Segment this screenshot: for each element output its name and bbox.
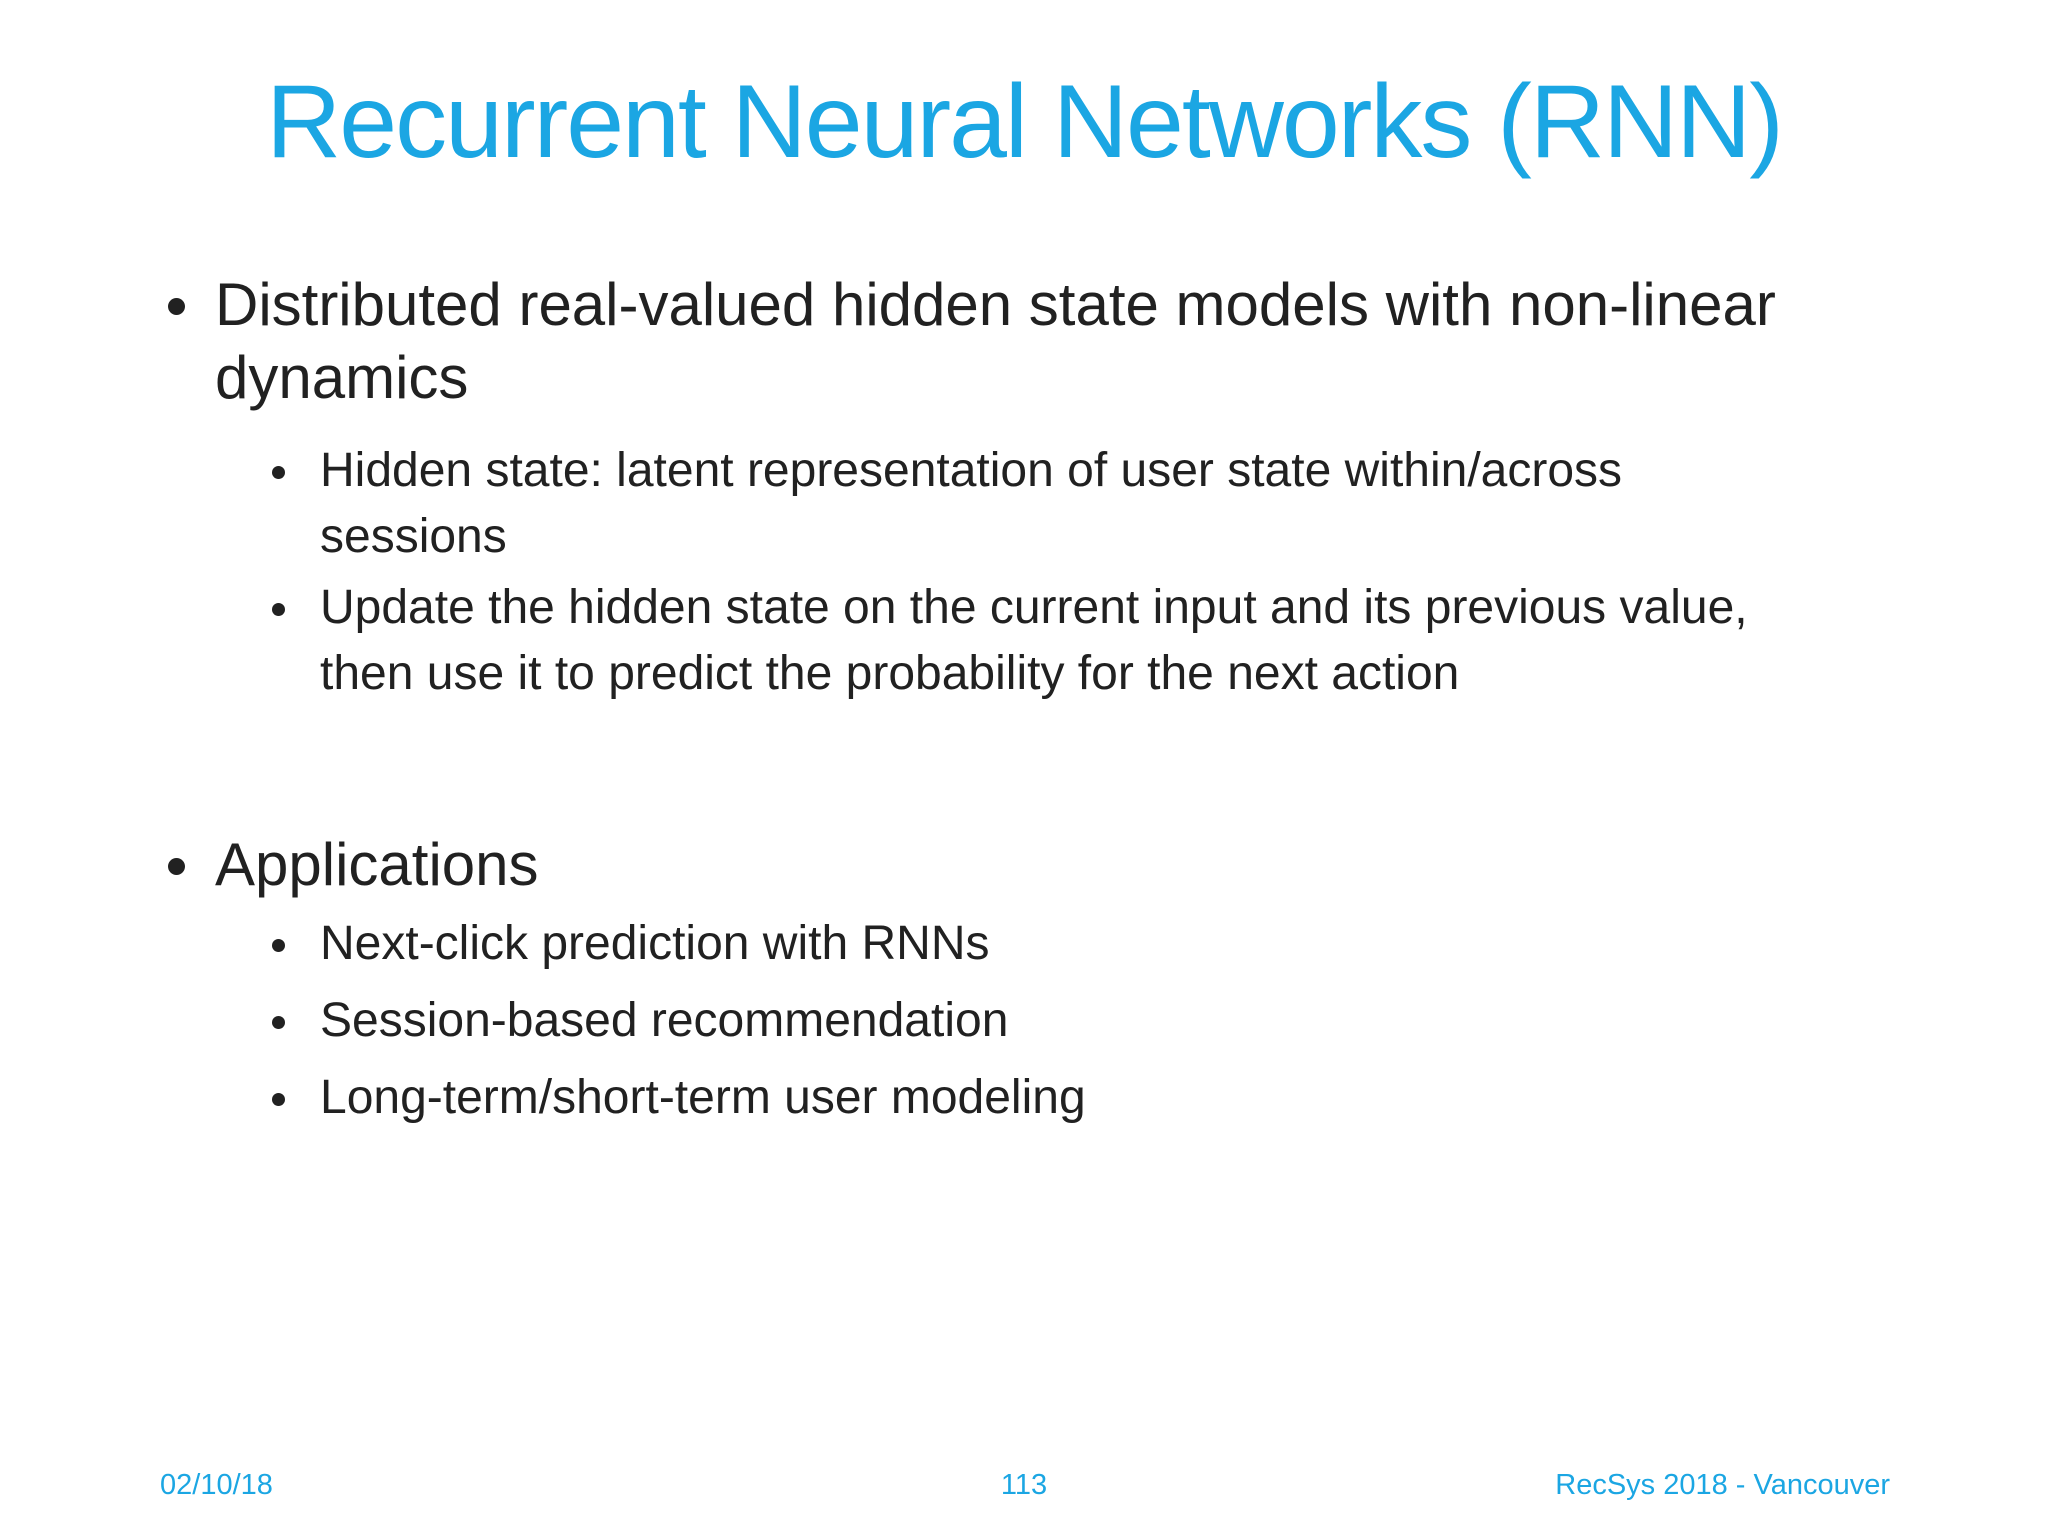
bullet-icon [272, 1093, 285, 1106]
bullet-icon [272, 939, 285, 952]
footer-date: 02/10/18 [160, 1469, 273, 1501]
bullet-icon [272, 466, 285, 479]
bullet-text: Hidden state: latent representation of u… [320, 444, 1623, 563]
bullet-item-applications: Applications [168, 828, 539, 901]
slide-title: Recurrent Neural Networks (RNN) [266, 64, 1784, 180]
bullet-item-hidden-state: Hidden state: latent representation of u… [272, 438, 1622, 570]
bullet-item-session-based: Session-based recommendation [272, 988, 1008, 1054]
bullet-text: Distributed real-valued hidden state mod… [215, 271, 1776, 411]
bullet-icon [168, 298, 185, 315]
bullet-item-next-click: Next-click prediction with RNNs [272, 911, 990, 977]
bullet-text: Session-based recommendation [320, 994, 1009, 1047]
bullet-text: Long-term/short-term user modeling [320, 1071, 1086, 1124]
bullet-item-update-hidden-state: Update the hidden state on the current i… [272, 575, 1748, 707]
footer-page-number: 113 [1000, 1469, 1048, 1501]
footer-venue: RecSys 2018 - Vancouver [1555, 1469, 1890, 1501]
bullet-item-distributed: Distributed real-valued hidden state mod… [168, 268, 1776, 414]
bullet-text: Update the hidden state on the current i… [320, 581, 1748, 700]
bullet-icon [168, 858, 185, 875]
bullet-item-long-short-term: Long-term/short-term user modeling [272, 1065, 1086, 1131]
bullet-text: Next-click prediction with RNNs [320, 917, 990, 970]
bullet-icon [272, 603, 285, 616]
bullet-text: Applications [215, 831, 539, 898]
bullet-icon [272, 1016, 285, 1029]
